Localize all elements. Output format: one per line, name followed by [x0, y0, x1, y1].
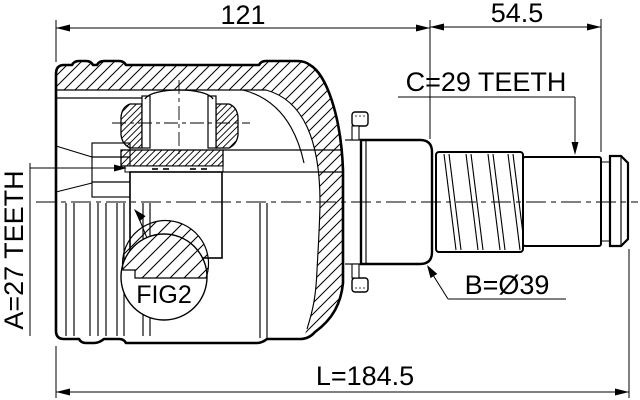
housing-wall-hatch	[56, 61, 343, 339]
shaft-end-cap	[608, 154, 630, 248]
spline-strip	[124, 165, 224, 173]
dimension-121-label: 121	[220, 0, 265, 30]
dimension-length-total-label: L=184.5	[316, 361, 414, 391]
callout-b-diameter-label: B=Ø39	[465, 270, 550, 300]
callout-a-teeth: A=27 TEETH	[0, 163, 127, 336]
housing	[54, 59, 345, 345]
housing-outline	[54, 59, 345, 345]
housing-inner-wall	[56, 89, 321, 330]
callout-c-teeth: C=29 TEETH	[398, 67, 579, 155]
inner-race	[120, 149, 224, 167]
outer-race-left	[120, 103, 143, 149]
dimension-54-5: 54.5	[430, 0, 601, 31]
fig2-label: FIG2	[136, 281, 192, 309]
fig2-detail-hatch	[121, 219, 210, 279]
dimension-54-5-label: 54.5	[491, 0, 544, 28]
fig2-leader-arrow	[134, 209, 146, 222]
callout-c-teeth-label: C=29 TEETH	[406, 67, 567, 97]
dimensions: 121 54.5 C=29 TEETH B=Ø39 A=	[0, 0, 630, 398]
fig2-detail: FIG2	[120, 209, 210, 321]
female-spline-bore	[55, 142, 131, 198]
callout-a-teeth-label: A=27 TEETH	[0, 170, 29, 329]
dimension-121: 121	[56, 0, 430, 32]
cage-left	[141, 95, 151, 149]
boot-clamp-bottom-leg	[351, 263, 360, 279]
bearing-assembly	[112, 80, 343, 336]
cage-right	[207, 95, 217, 149]
boot-clamp-top	[351, 111, 369, 127]
boot-clamp-bottom	[351, 277, 369, 293]
housing-cavity-arc	[242, 89, 305, 164]
boot-clamp-top-leg	[351, 125, 360, 141]
dimension-length-total: L=184.5	[56, 361, 629, 396]
housing-external-groove-lines	[65, 203, 268, 338]
callout-b-diameter: B=Ø39	[427, 265, 566, 300]
outer-race-right	[215, 103, 239, 149]
